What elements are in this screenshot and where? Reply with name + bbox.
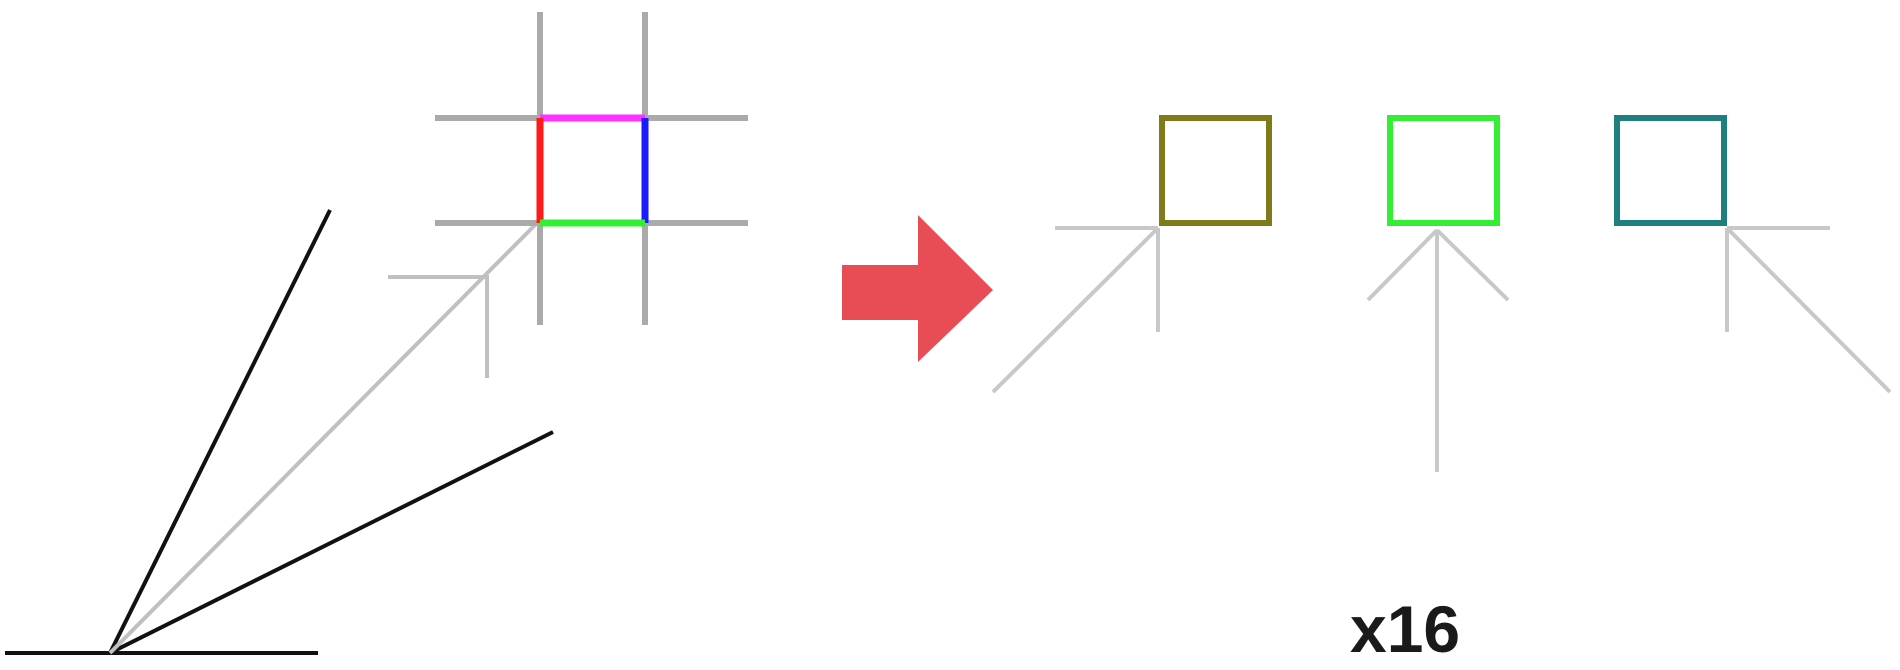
sample-1-ray	[991, 226, 1160, 394]
sample-2-arrowhead-left	[1366, 228, 1439, 302]
output-sample-3	[1614, 115, 1892, 394]
camera-frustum	[5, 209, 554, 655]
frustum-right-edge	[109, 430, 554, 655]
frustum-left-edge	[108, 209, 332, 654]
output-sample-1	[991, 115, 1272, 394]
primary-ray	[108, 223, 537, 655]
sample-3-ray	[1725, 226, 1892, 394]
sample-2-arrowhead-right	[1435, 228, 1510, 302]
output-square-1	[1159, 115, 1272, 226]
right-block-arrow-icon	[842, 215, 993, 362]
output-sample-2	[1366, 115, 1510, 472]
output-square-3	[1614, 115, 1727, 226]
ray-line	[108, 223, 537, 655]
highlighted-pixel	[536, 114, 649, 227]
ray-arrowhead-lower	[388, 275, 489, 378]
multiplier-label: x16	[1350, 592, 1460, 666]
output-square-2	[1387, 115, 1500, 226]
